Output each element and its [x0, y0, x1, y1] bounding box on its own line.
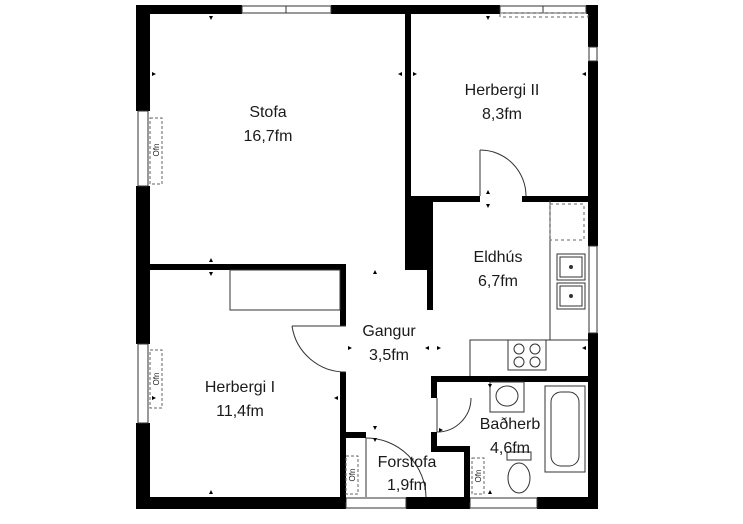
room-eldhus: Eldhús 6,7fm [474, 249, 523, 290]
room-name-forstofa: Forstofa [378, 454, 437, 471]
kitchen-sink [556, 253, 586, 310]
balcony-door-outline [499, 12, 589, 18]
room-area-stofa: 16,7fm [244, 128, 293, 145]
room-name-badherb: Baðherb [480, 416, 541, 433]
room-area-gangur: 3,5fm [369, 347, 409, 364]
radiator-label-badherb: Ofn [474, 470, 483, 483]
room-area-herbergi-i: 11,4fm [216, 403, 264, 420]
room-forstofa: Forstofa 1,9fm [378, 454, 437, 494]
radiators [149, 117, 485, 495]
room-name-eldhus: Eldhús [474, 249, 523, 266]
bathroom-sink [489, 381, 525, 413]
bathtub [544, 385, 586, 473]
room-herbergi-ii: Herbergi II 8,3fm [465, 82, 540, 123]
fridge-outline [549, 203, 585, 241]
room-area-forstofa: 1,9fm [387, 477, 427, 494]
radiator-label-forstofa: Ofn [348, 469, 357, 482]
room-gangur: Gangur 3,5fm [362, 323, 416, 364]
room-name-herbergi-i: Herbergi I [205, 379, 275, 396]
room-name-gangur: Gangur [362, 323, 416, 340]
door-swings [291, 149, 527, 498]
toilet [506, 451, 532, 494]
radiator-label-herbergi-i: Ofn [152, 373, 161, 386]
room-name-stofa: Stofa [249, 104, 286, 121]
exterior-walls [136, 5, 598, 509]
room-badherb: Baðherb 4,6fm [480, 416, 541, 457]
dimension-markers [152, 16, 586, 494]
interior-walls [140, 10, 594, 502]
room-area-herbergi-ii: 8,3fm [482, 106, 522, 123]
room-area-badherb: 4,6fm [490, 440, 530, 457]
room-herbergi-i: Herbergi I 11,4fm [205, 379, 275, 420]
room-area-eldhus: 6,7fm [478, 273, 518, 290]
stove [507, 339, 547, 371]
radiator-label-stofa: Ofn [152, 144, 161, 157]
room-stofa: Stofa 16,7fm [244, 104, 293, 145]
room-name-herbergi-ii: Herbergi II [465, 82, 540, 99]
